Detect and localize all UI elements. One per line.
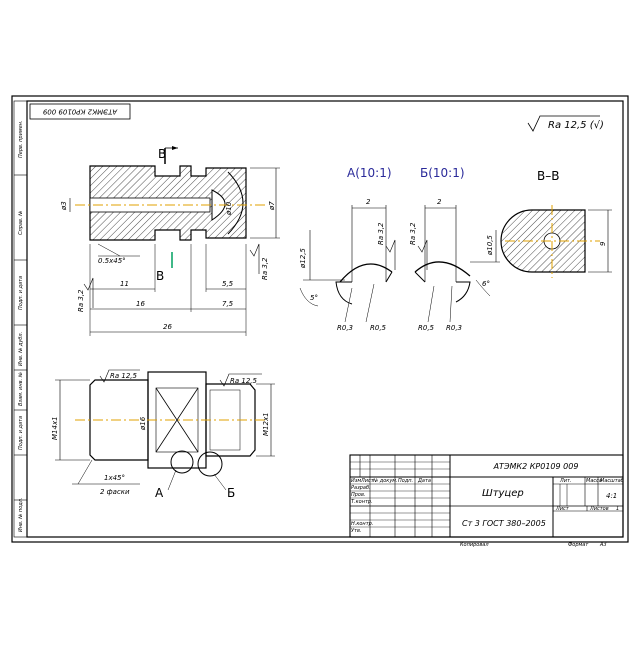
tb-h-izm: Изм [351,478,361,484]
tb-razrab: Разраб. [351,485,371,491]
dim-r03-a: R0,3 [337,324,353,332]
dim-chamfer-top: 0.5x45° [98,257,126,265]
tb-h-doc: № докум. [372,478,398,484]
tb-utv: Утв. [351,528,362,534]
dim-d10: ø10 [225,201,233,216]
tb-sheets-count: 1 [616,506,619,512]
strip-label: Подп. и дата [18,276,24,310]
bottom-view: А Б Ra 12,5 Ra 12,5 M14x1 ø16 M12x1 1x45… [51,369,275,500]
tb-copied: Копировал [460,542,489,548]
dim-l75: 7,5 [222,300,234,308]
tb-material: Ст 3 ГОСТ 380–2005 [462,519,546,528]
tb-part-name: Штуцер [482,488,524,499]
tb-scale: 4:1 [606,492,617,500]
dim-l26: 26 [163,323,172,331]
dim-angle-b: 6° [482,280,490,288]
dim-nine: 9 [599,241,607,246]
roughness-note: Ra 12,5 (√) [527,115,604,132]
tb-tkontr: Т.контр. [351,499,373,505]
callout-b: Б [227,486,235,500]
tb-col-lit: Лит. [559,478,572,484]
tb-h-list: Лист [360,478,375,484]
tb-sheet: Лист [555,506,570,512]
title-block: Изм Лист № докум. Подп. Дата Разраб. Про… [349,454,624,548]
dim-m12: M12x1 [262,412,270,436]
detail-a-title: А(10:1) [347,166,392,180]
dim-r03-b: R0,3 [446,324,462,332]
dim-ra125-left: Ra 12,5 [110,372,138,380]
dim-chamfer-note: 2 фаски [100,488,130,496]
dim-l11: 11 [120,280,129,288]
dim-d16: ø16 [139,416,147,431]
dim-ra32-b: Ra 3,2 [409,222,417,245]
section-mark-bottom: В [156,269,164,283]
tb-prov: Пров. [351,492,366,498]
dim-m14: M14x1 [51,416,59,440]
dim-ra32-left: Ra 3,2 [77,289,85,312]
dim-two-a: 2 [366,198,371,206]
tb-col-scale: Масштаб [600,478,624,484]
tb-h-sign: Подп. [398,478,413,484]
tb-h-date: Дата [417,478,431,484]
dim-ra32-right: Ra 3,2 [261,257,269,280]
dim-l55: 5,5 [222,280,234,288]
callout-a: А [155,486,164,500]
tb-format-val: А3 [599,542,607,548]
tb-sheets: Листов [589,506,609,512]
strip-label: Справ. № [18,211,24,235]
dim-r05-a: R0,5 [370,324,387,332]
roughness-text: Ra 12,5 (√) [548,120,604,131]
tb-col-mass: Масса [586,478,602,484]
tb-nkontr: Н.контр. [351,521,373,527]
dim-d3: ø3 [60,201,68,211]
dim-two-b: 2 [437,198,442,206]
outer-frame [11,95,629,543]
section-title: В–В [537,169,559,183]
dim-d7: ø7 [268,201,276,211]
section-vv: В–В 9 [500,169,612,278]
dim-d105: ø10,5 [486,235,494,256]
stamp-box: АТЭМК2 КР0109 009 [29,103,131,120]
strip-label: Взам. инв. № [18,372,24,406]
dim-angle-a: 5° [310,294,318,302]
tb-format: Формат [568,542,589,548]
dim-ra125-right: Ra 12,5 [230,377,258,385]
dim-ra32-a: Ra 3,2 [377,222,385,245]
stamp-code: АТЭМК2 КР0109 009 [42,108,118,116]
detail-a: А(10:1) 2 ø12,5 Ra 3,2 5° R0,3 R0,5 [299,166,396,332]
section-mark-top: В [158,147,166,161]
dim-r05-b: R0,5 [418,324,435,332]
dim-chamfer-bottom: 1x45° [104,474,125,482]
strip-label: Подп. и дата [18,416,24,450]
strip-label: Перв. примен. [18,120,24,158]
side-strip: Перв. примен. Справ. № Подп. и дата Инв.… [13,100,28,538]
dim-l16: 16 [136,300,145,308]
tb-code: АТЭМК2 КР0109 009 [493,462,579,471]
top-section-view: В В ø3 ø10 ø7 0.5x45° Ra 3,2 Ra 3,2 11 1… [60,146,280,336]
strip-label: Инв. № дубл. [18,332,24,366]
detail-b-title: Б(10:1) [420,166,465,180]
strip-label: Инв. № подл. [18,498,24,533]
detail-b: Б(10:1) 2 ø10,5 Ra 3,2 6° R0,5 R0,3 [409,166,500,332]
dim-d125: ø12,5 [299,248,307,269]
